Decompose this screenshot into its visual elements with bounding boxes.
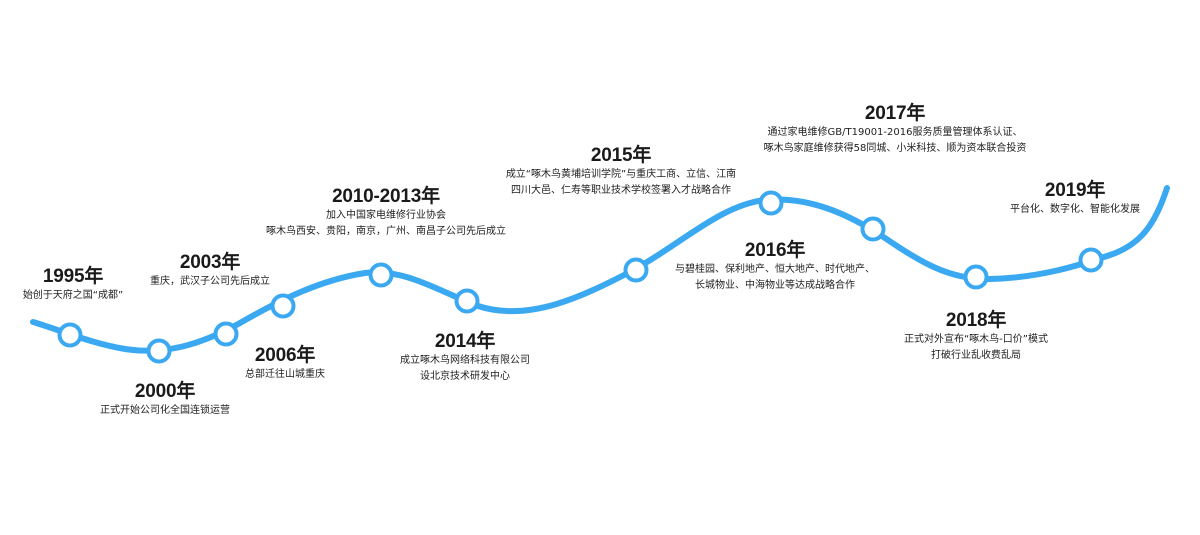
milestone-year: 2018年 bbox=[945, 310, 1007, 331]
milestone-2000: 2000年 正式开始公司化全国连锁运营 bbox=[80, 381, 250, 419]
timeline-node bbox=[623, 257, 649, 283]
milestone-desc-line: 成立“啄木鸟黄埔培训学院”与重庆工商、立信、江南 bbox=[505, 169, 737, 180]
milestone-year: 2015年 bbox=[590, 145, 652, 166]
milestone-year: 2006年 bbox=[254, 345, 316, 366]
milestone-desc-line: 正式对外宣布“啄木鸟-口价”模式 bbox=[904, 334, 1048, 345]
milestone-desc-line: 平台化、数字化、智能化发展 bbox=[1010, 204, 1140, 215]
milestone-year: 2016年 bbox=[744, 240, 806, 261]
milestone-year: 2014年 bbox=[434, 331, 496, 352]
timeline-node bbox=[213, 321, 239, 347]
milestone-2015: 2015年 成立“啄木鸟黄埔培训学院”与重庆工商、立信、江南 四川大邑、仁寿等职… bbox=[490, 145, 752, 199]
timeline-node bbox=[758, 190, 784, 216]
timeline-node bbox=[963, 264, 989, 290]
milestone-1995: 1995年 始创于天府之国“成都” bbox=[8, 266, 138, 304]
milestone-desc-line: 设北京技术研发中心 bbox=[420, 371, 510, 382]
milestone-desc-line: 总部迁往山城重庆 bbox=[245, 369, 325, 380]
milestone-year: 2017年 bbox=[864, 103, 926, 124]
milestone-desc-line: 打破行业乱收费乱局 bbox=[931, 350, 1021, 361]
milestone-desc-line: 通过家电维修GB/T19001-2016服务质量管理体系认证、 bbox=[767, 127, 1023, 138]
timeline-node bbox=[368, 262, 394, 288]
milestone-year: 1995年 bbox=[42, 266, 104, 287]
milestone-year: 2019年 bbox=[1044, 180, 1106, 201]
timeline-node bbox=[146, 338, 172, 364]
timeline-nodes bbox=[57, 190, 1104, 364]
milestone-2014: 2014年 成立啄木鸟网络科技有限公司 设北京技术研发中心 bbox=[380, 331, 550, 385]
timeline-node bbox=[1078, 247, 1104, 273]
timeline-node bbox=[270, 293, 296, 319]
milestone-desc-line: 正式开始公司化全国连锁运营 bbox=[100, 405, 230, 416]
timeline-node bbox=[860, 216, 886, 242]
milestone-2006: 2006年 总部迁往山城重庆 bbox=[215, 345, 355, 383]
milestone-desc-line: 加入中国家电维修行业协会 bbox=[326, 210, 446, 221]
milestone-2018: 2018年 正式对外宣布“啄木鸟-口价”模式 打破行业乱收费乱局 bbox=[890, 310, 1062, 364]
milestone-2016: 2016年 与碧桂园、保利地产、恒大地产、时代地产、 长城物业、中海物业等达成战… bbox=[660, 240, 890, 294]
milestone-year: 2010-2013年 bbox=[332, 186, 440, 207]
milestone-2010-2013: 2010-2013年 加入中国家电维修行业协会 啄木鸟西安、贵阳，南京，广州、南… bbox=[255, 186, 517, 240]
milestone-2003: 2003年 重庆，武汉子公司先后成立 bbox=[140, 252, 280, 290]
milestone-desc-line: 与碧桂园、保利地产、恒大地产、时代地产、 bbox=[675, 264, 875, 275]
milestone-desc-line: 啄木鸟家庭维修获得58同城、小米科技、顺为资本联合投资 bbox=[763, 143, 1027, 154]
milestone-desc-line: 啄木鸟西安、贵阳，南京，广州、南昌子公司先后成立 bbox=[266, 226, 506, 237]
timeline-node bbox=[454, 288, 480, 314]
milestone-desc-line: 长城物业、中海物业等达成战略合作 bbox=[695, 280, 855, 291]
milestone-desc-line: 重庆，武汉子公司先后成立 bbox=[150, 276, 270, 287]
milestone-desc-line: 成立啄木鸟网络科技有限公司 bbox=[400, 355, 530, 366]
milestone-year: 2000年 bbox=[134, 381, 196, 402]
milestone-year: 2003年 bbox=[179, 252, 241, 273]
timeline-node bbox=[57, 322, 83, 348]
milestone-2017: 2017年 通过家电维修GB/T19001-2016服务质量管理体系认证、 啄木… bbox=[745, 103, 1045, 157]
milestone-2019: 2019年 平台化、数字化、智能化发展 bbox=[1000, 180, 1150, 218]
milestone-desc-line: 四川大邑、仁寿等职业技术学校签署入才战略合作 bbox=[511, 185, 731, 196]
milestone-desc-line: 始创于天府之国“成都” bbox=[22, 290, 124, 301]
